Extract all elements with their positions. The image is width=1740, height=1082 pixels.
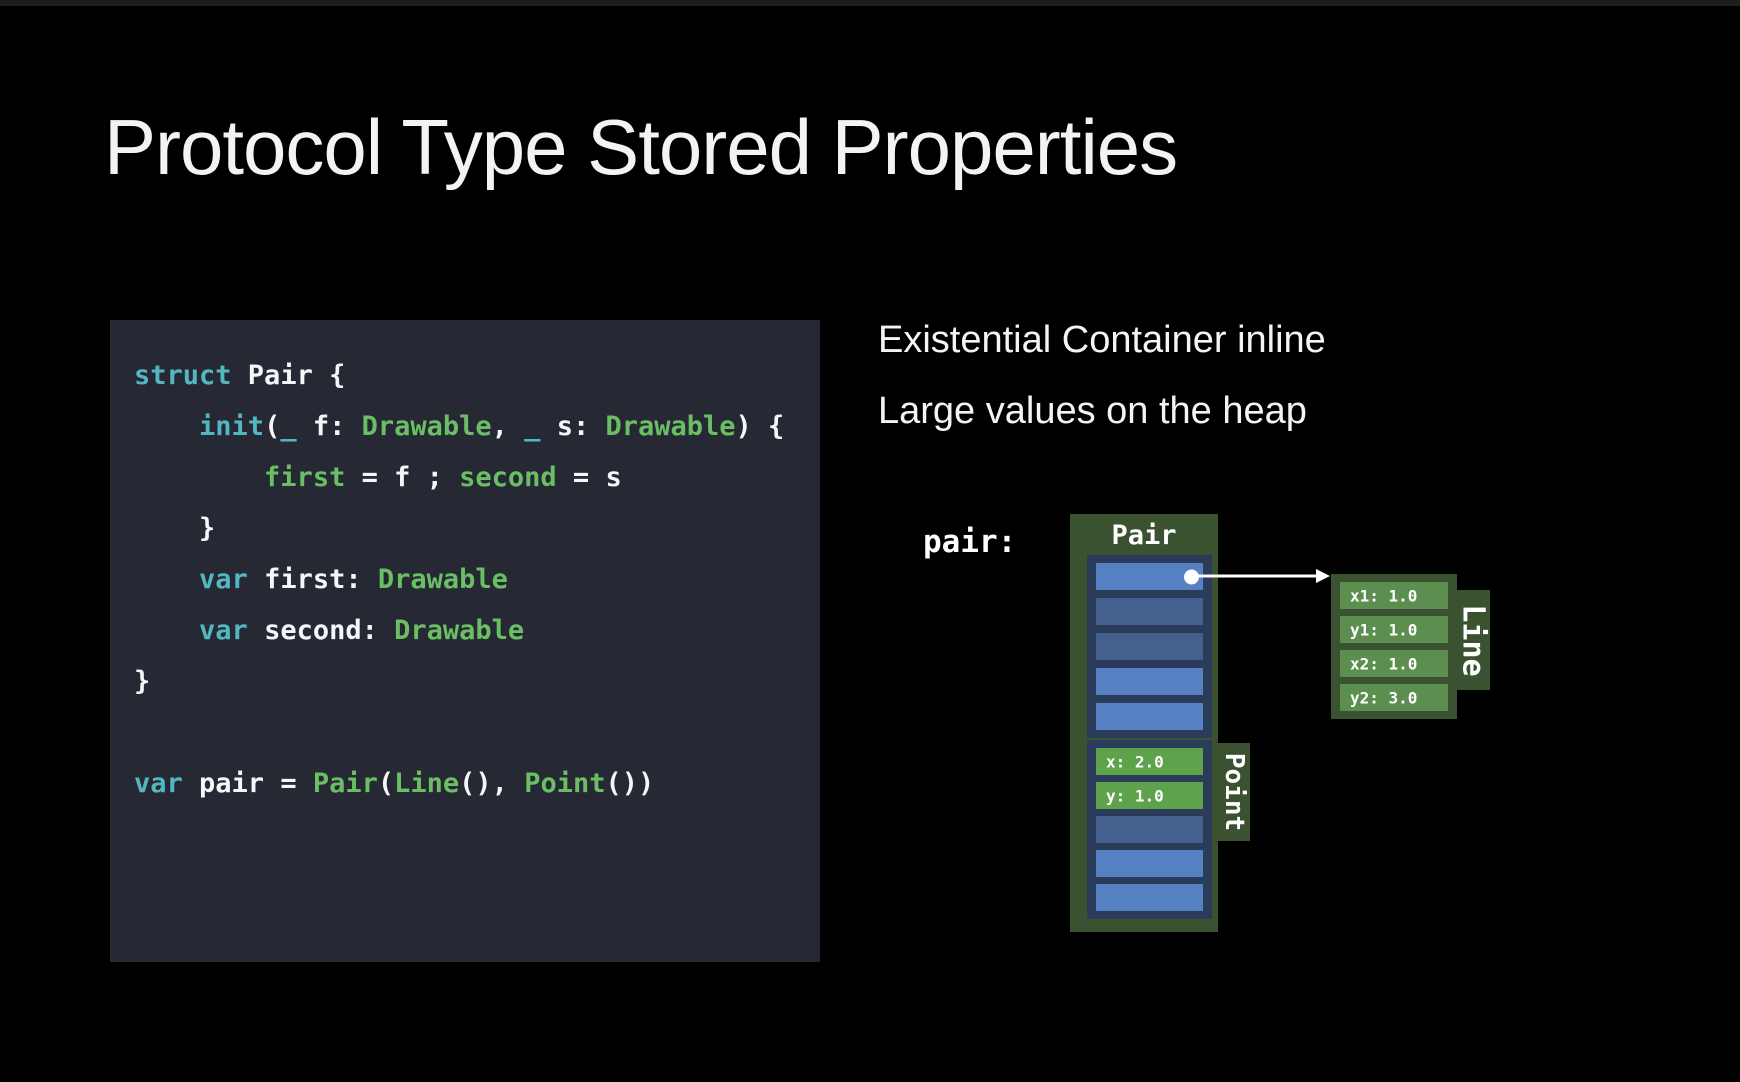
code-token: first: (247, 564, 378, 595)
pair-variable-label: pair: (923, 524, 1017, 560)
code-token: Line (394, 768, 460, 799)
memory-word-row: y: 1.0 (1096, 782, 1203, 809)
code-token: ) { (735, 411, 785, 442)
code-token: pair = (182, 768, 313, 799)
word-value-label: y2: 3.0 (1350, 688, 1418, 707)
code-token: , (491, 411, 525, 442)
memory-word-row (1096, 633, 1203, 660)
word-value-label: y1: 1.0 (1350, 620, 1418, 639)
code-content: struct Pair { init(_ f: Drawable, _ s: D… (110, 320, 820, 809)
slide-title: Protocol Type Stored Properties (104, 103, 1178, 192)
memory-word-row (1096, 884, 1203, 911)
existential-container-first (1087, 555, 1212, 738)
memory-word-row: x: 2.0 (1096, 748, 1203, 775)
code-token: (), (459, 768, 525, 799)
heading-existential-container: Existential Container inline (878, 319, 1326, 361)
pointer-arrow (1194, 569, 1330, 583)
code-line: first = f ; second = s (134, 452, 820, 503)
code-token: var (134, 768, 183, 799)
code-token: var (199, 615, 248, 646)
code-token (134, 411, 199, 442)
memory-word-row (1096, 598, 1203, 625)
code-token: } (134, 666, 151, 697)
word-value-label: x: 2.0 (1106, 752, 1164, 771)
word-value-label: x1: 1.0 (1350, 586, 1418, 605)
memory-word-row: y1: 1.0 (1340, 616, 1448, 643)
code-token: } (134, 513, 216, 544)
line-heap-box: x1: 1.0 y1: 1.0 x2: 1.0 y2: 3.0 (1331, 574, 1457, 719)
code-token: Pair (312, 768, 378, 799)
code-line: init(_ f: Drawable, _ s: Drawable) { (134, 401, 820, 452)
right-headings: Existential Container inline Large value… (878, 318, 1326, 460)
code-token: second (459, 462, 557, 493)
code-token: = f ; (345, 462, 460, 493)
code-line (134, 707, 820, 758)
code-line: } (134, 656, 820, 707)
top-border (0, 0, 1740, 6)
memory-word-row: y2: 3.0 (1340, 684, 1448, 711)
word-value-label: x2: 1.0 (1350, 654, 1418, 673)
memory-word-row: x1: 1.0 (1340, 582, 1448, 609)
code-line: struct Pair { (134, 350, 820, 401)
code-token (134, 462, 264, 493)
code-token: Drawable (394, 615, 525, 646)
memory-word-row (1096, 850, 1203, 877)
line-tab-label: Line (1456, 603, 1491, 677)
code-token: first (264, 462, 346, 493)
code-token: ( (264, 411, 281, 442)
code-token: second: (247, 615, 395, 646)
code-token: init (199, 411, 265, 442)
pair-box-title: Pair (1111, 520, 1177, 551)
line-type-tab: Line (1456, 590, 1491, 690)
code-token: ()) (605, 768, 655, 799)
word-value-label: y: 1.0 (1106, 786, 1164, 805)
code-block: struct Pair { init(_ f: Drawable, _ s: D… (110, 320, 820, 962)
pointer-dot-icon (1184, 569, 1199, 584)
code-token (134, 615, 199, 646)
code-token: f: (296, 411, 362, 442)
point-type-tab: Point (1218, 743, 1250, 841)
existential-container-second: x: 2.0 y: 1.0 (1087, 740, 1212, 919)
heading-large-values: Large values on the heap (878, 390, 1307, 432)
code-line: var second: Drawable (134, 605, 820, 656)
memory-word-row (1096, 668, 1203, 695)
point-tab-label: Point (1219, 752, 1249, 832)
pair-memory-box: Pair x: 2.0 y: 1.0 (1070, 514, 1218, 932)
memory-word-row (1096, 816, 1203, 843)
code-token (134, 564, 199, 595)
memory-word-row (1096, 563, 1203, 590)
code-line: var first: Drawable (134, 554, 820, 605)
code-token: _ (280, 411, 297, 442)
code-token: Drawable (377, 564, 508, 595)
code-token: = s (556, 462, 622, 493)
code-token: Drawable (361, 411, 492, 442)
code-token: s: (540, 411, 606, 442)
code-token: Drawable (605, 411, 736, 442)
memory-word-row: x2: 1.0 (1340, 650, 1448, 677)
code-line: } (134, 503, 820, 554)
code-token: ( (377, 768, 395, 799)
code-token: struct (134, 360, 232, 391)
code-token: Pair { (231, 360, 346, 391)
memory-word-row (1096, 703, 1203, 730)
code-token: _ (524, 411, 541, 442)
code-token: var (199, 564, 248, 595)
code-token: Point (524, 768, 606, 799)
code-line: var pair = Pair(Line(), Point()) (134, 758, 820, 809)
pointer-arrowhead-icon (1316, 569, 1330, 583)
